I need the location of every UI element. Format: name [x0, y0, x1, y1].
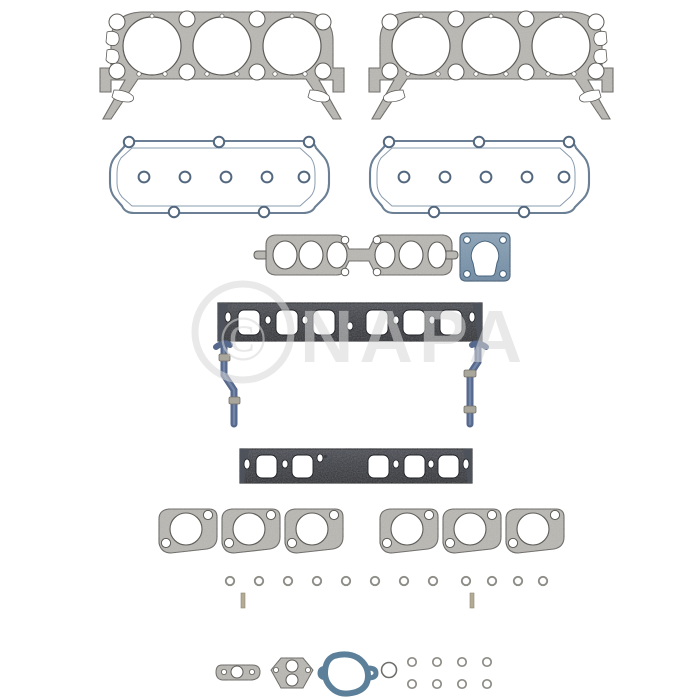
cylinder-head-gasket-right [369, 11, 613, 119]
cylinder-head-gasket-left [100, 11, 344, 119]
throttle-body-gasket [459, 232, 511, 282]
upper-intake-manifold-gasket [253, 234, 459, 277]
large-o-ring [380, 661, 398, 679]
exhaust-manifold-gasket-group-left [159, 509, 343, 553]
valve-cover-gasket-right [368, 135, 591, 219]
intake-manifold-end-seal-right [463, 340, 489, 428]
egr-valve-gasket [270, 657, 314, 689]
o-ring-grid [406, 656, 493, 690]
valve-cover-gasket-left [108, 135, 331, 219]
intake-manifold-gasket-lower [239, 448, 473, 484]
water-outlet-gasket [317, 651, 379, 697]
intake-manifold-end-seal-left [213, 340, 241, 428]
dowel-pin-row [240, 592, 475, 609]
intake-manifold-gasket-upper [217, 302, 483, 342]
o-ring-row [224, 575, 549, 587]
exhaust-manifold-gasket-group-right [380, 509, 564, 553]
egr-tube-gasket [215, 664, 261, 681]
